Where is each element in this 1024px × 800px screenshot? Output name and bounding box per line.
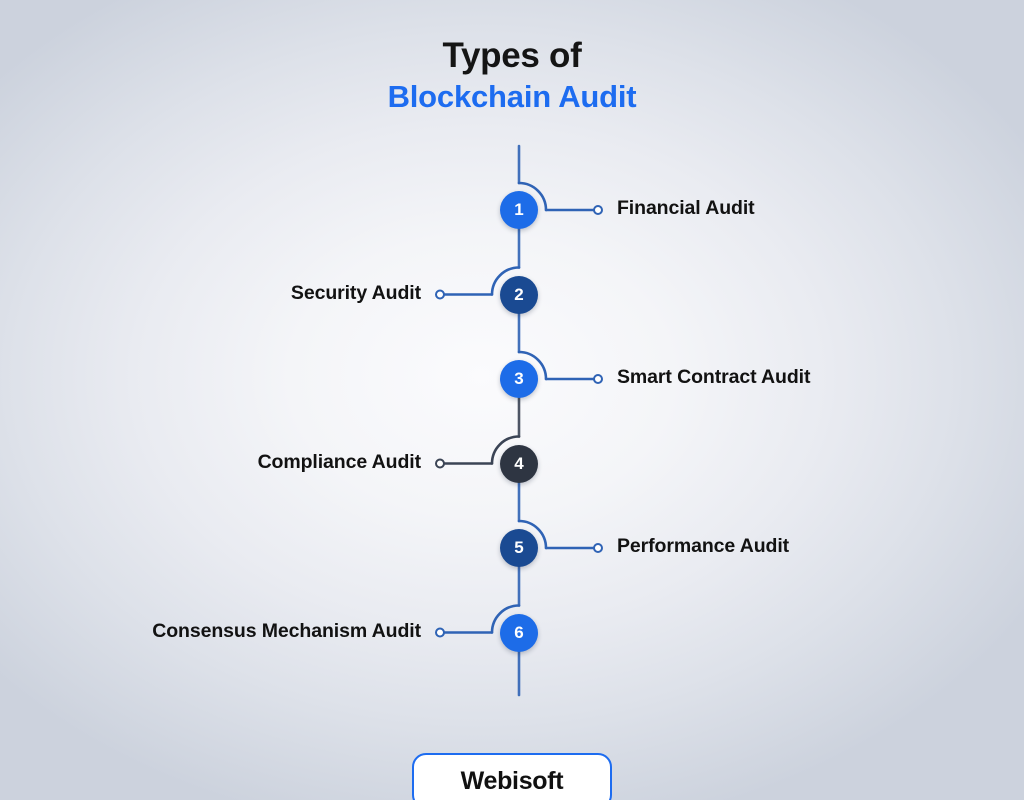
title-line-1: Types of: [442, 36, 582, 75]
timeline-label-1: Financial Audit: [617, 197, 755, 219]
webisoft-logo[interactable]: Webisoft: [412, 753, 612, 800]
timeline-node-4[interactable]: 4: [500, 444, 538, 483]
timeline-node-3[interactable]: 3: [500, 360, 538, 398]
timeline-node-number: 5: [514, 538, 524, 557]
timeline-node-number: 3: [514, 369, 524, 388]
timeline-label-6: Consensus Mechanism Audit: [152, 619, 421, 642]
timeline-node-number: 2: [514, 284, 524, 304]
timeline-node-2[interactable]: 2: [500, 275, 538, 314]
timeline-node-6[interactable]: 6: [500, 613, 538, 652]
timeline-node-number: 4: [514, 453, 524, 473]
timeline-node-number: 1: [514, 200, 524, 219]
timeline-node-5[interactable]: 5: [500, 529, 538, 567]
timeline-label-4: Compliance Audit: [257, 450, 422, 473]
timeline-node-number: 6: [514, 622, 524, 642]
timeline-label-2: Security Audit: [290, 281, 421, 304]
timeline-label-3: Smart Contract Audit: [617, 366, 811, 388]
timeline-label-5: Performance Audit: [617, 535, 790, 557]
webisoft-logo-text: Webisoft: [460, 766, 564, 795]
page-title: Types of Blockchain Audit: [0, 36, 1024, 115]
title-line-2: Blockchain Audit: [387, 79, 637, 115]
timeline-node-1[interactable]: 1: [500, 191, 538, 229]
